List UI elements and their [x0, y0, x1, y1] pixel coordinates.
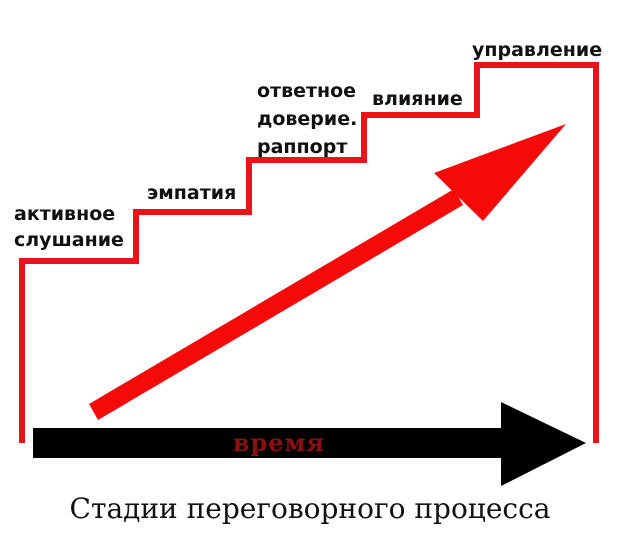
growth-arrow-shaft	[89, 189, 463, 420]
growth-arrow	[89, 124, 566, 420]
stage-label-line: управление	[472, 39, 602, 61]
stage-label-line: раппорт	[257, 136, 347, 158]
stage-label-line: влияние	[372, 88, 463, 110]
staircase-outline	[19, 62, 599, 443]
stage-label-line: слушание	[14, 229, 124, 251]
stage-label-line: доверие.	[257, 108, 357, 130]
time-arrow-head	[501, 402, 586, 486]
diagram-caption: Стадии переговорного процесса	[69, 492, 551, 525]
stage-label-line: эмпатия	[147, 182, 236, 204]
stage-label-influence: влияние	[372, 88, 463, 110]
stage-label-management: управление	[472, 39, 602, 61]
time-arrow-shaft	[33, 428, 505, 458]
stage-label-reciprocal-trust: ответное доверие. раппорт	[257, 80, 357, 158]
time-label: время	[233, 428, 325, 457]
time-arrow	[33, 402, 586, 486]
stage-label-line: активное	[14, 203, 115, 225]
growth-arrow-head	[434, 124, 566, 221]
stage-label-line: ответное	[257, 80, 356, 102]
stage-label-empathy: эмпатия	[147, 182, 236, 204]
stage-label-active-listening: активное слушание	[14, 203, 124, 251]
